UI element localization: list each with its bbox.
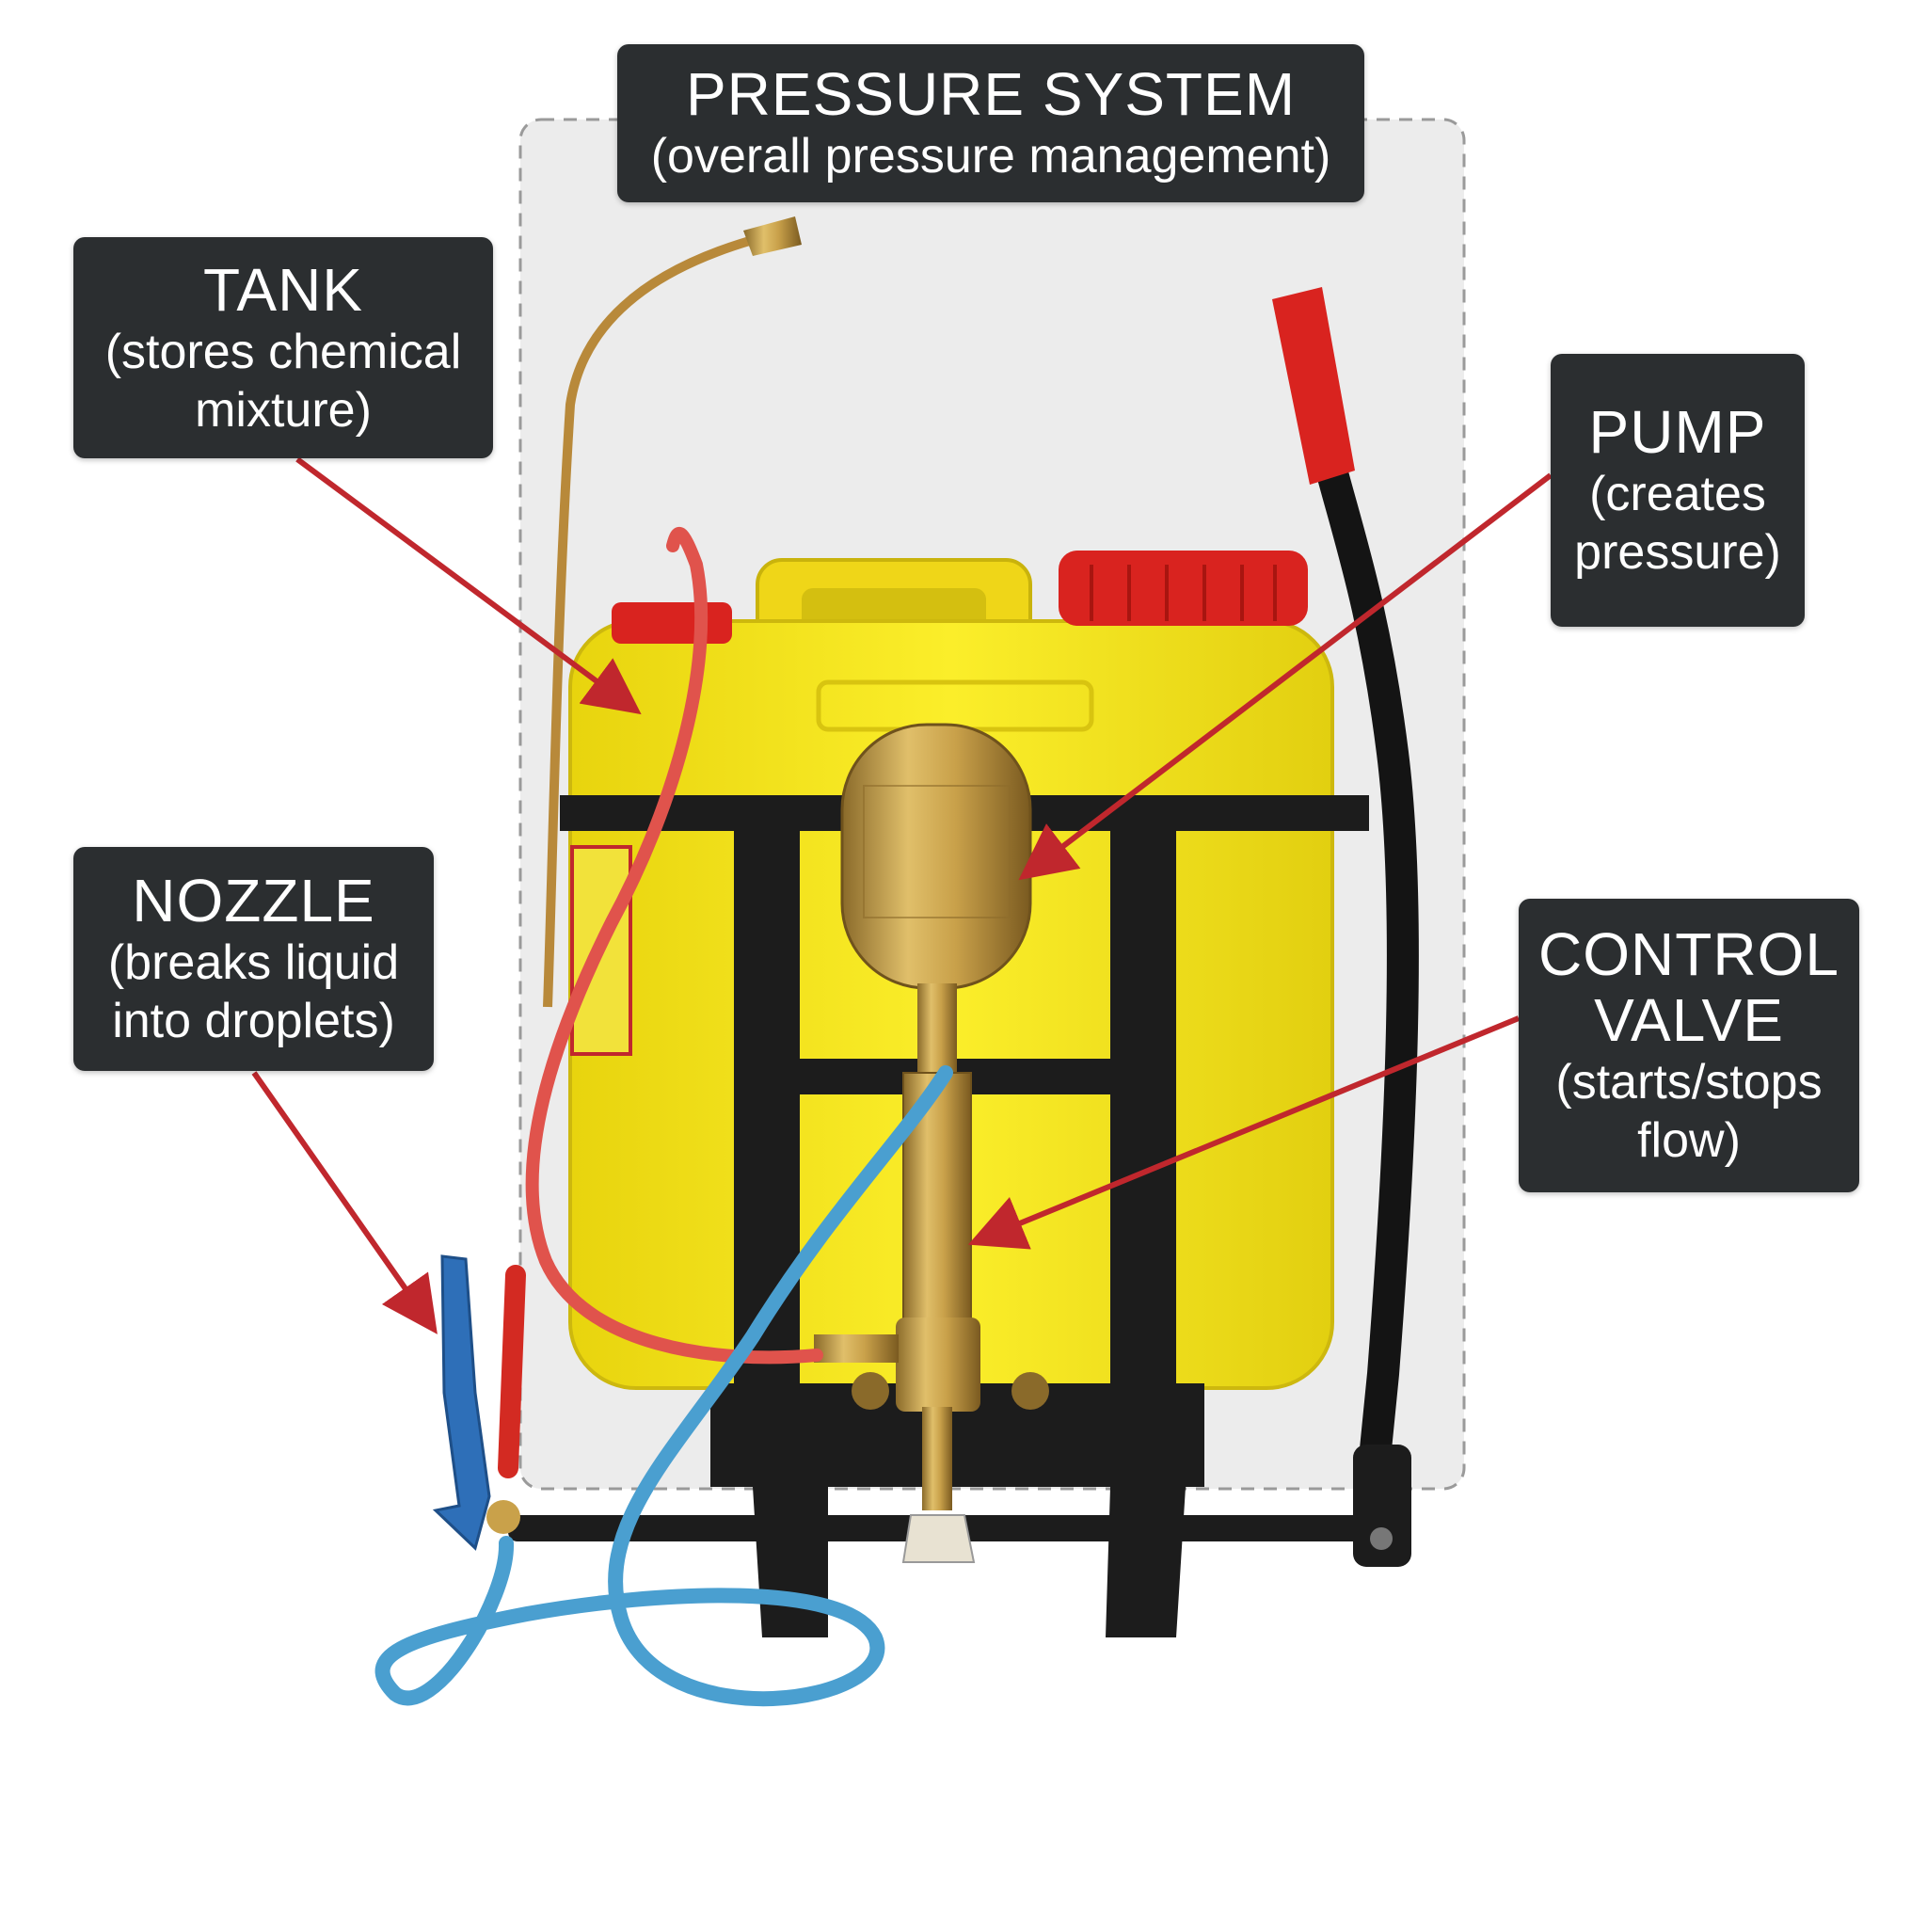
- red-hose: [525, 526, 823, 1365]
- nozzle-arrow: [251, 1071, 438, 1334]
- nozzle-desc-line-1: (breaks liquid: [107, 935, 400, 990]
- spray-lance: [543, 216, 802, 1008]
- control-valve-arrow: [967, 1015, 1521, 1250]
- control-valve-label: CONTROL VALVE (starts/stops flow): [1519, 899, 1859, 1192]
- pump-label: PUMP (creates pressure): [1551, 354, 1805, 627]
- pump-desc-line-1: (creates: [1589, 467, 1766, 521]
- pump-arrow: [1018, 472, 1553, 881]
- tank-title: TANK: [203, 255, 363, 324]
- control-valve-desc-line-2: flow): [1637, 1113, 1741, 1168]
- pressure-system-title: PRESSURE SYSTEM: [685, 60, 1297, 128]
- nozzle-desc-line-2: into droplets): [112, 994, 395, 1048]
- control-valve-desc-line-1: (starts/stops: [1555, 1055, 1823, 1110]
- control-valve-title-line-2: VALVE: [1594, 986, 1784, 1054]
- pressure-system-desc: (overall pressure management): [650, 129, 1331, 184]
- nozzle-title: NOZZLE: [132, 867, 375, 934]
- control-valve-title-line-1: CONTROL: [1538, 920, 1839, 988]
- tank-label: TANK (stores chemical mixture): [73, 237, 493, 458]
- nozzle-label: NOZZLE (breaks liquid into droplets): [73, 847, 434, 1071]
- blue-hose: [374, 1065, 953, 1707]
- pump-chamber: [840, 723, 1032, 1078]
- pump-desc-line-2: pressure): [1574, 525, 1781, 580]
- pump-lever: [1272, 287, 1419, 1567]
- tank-desc-line-2: mixture): [195, 382, 372, 438]
- pressure-system-label: PRESSURE SYSTEM (overall pressure manage…: [617, 44, 1364, 202]
- red-hose-lower: [498, 1265, 526, 1478]
- nozzle-fitting: [486, 1500, 520, 1534]
- callout-arrows: [251, 456, 1553, 1334]
- tank-desc-line-1: (stores chemical: [104, 324, 462, 379]
- nozzle-trigger: [432, 1254, 491, 1551]
- pump-title: PUMP: [1588, 398, 1767, 466]
- tank-arrow: [295, 456, 642, 715]
